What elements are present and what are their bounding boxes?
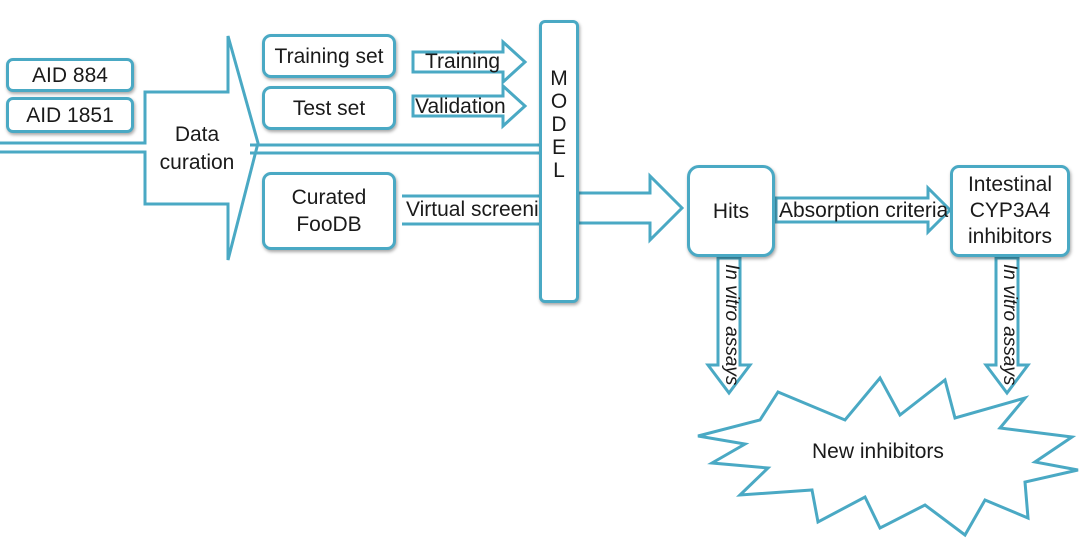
intestinal-line1: Intestinal [967, 173, 1053, 196]
model-letter-d: D [551, 113, 567, 136]
in-vitro-assays-left-label: In vitro assays [721, 264, 742, 386]
training-label: Training [425, 50, 501, 73]
virtual-screening-label: Virtual screening [406, 198, 563, 221]
absorption-arrow [774, 184, 953, 236]
data-curation-label: Data curation [152, 121, 242, 177]
new-inhibitors-starburst [697, 375, 1079, 538]
test-set-label: Test set [292, 96, 366, 120]
data-curation-arrow [0, 35, 260, 261]
absorption-criteria-label: Absorption criteria [779, 199, 949, 222]
in-vitro-assays-right-label: In vitro assays [999, 264, 1020, 386]
virtual-screening-arrow [402, 194, 540, 226]
training-set-label: Training set [274, 44, 384, 68]
test-set-box: Test set [262, 86, 396, 130]
hits-box: Hits [687, 165, 775, 257]
aid-884-label: AID 884 [32, 63, 108, 87]
intestinal-line2: CYP3A4 [969, 199, 1051, 222]
model-to-hits-arrow [576, 172, 685, 244]
new-inhibitors-label: New inhibitors [812, 440, 944, 463]
curated-foodb-line1: Curated [291, 186, 367, 209]
aid-884-box: AID 884 [6, 58, 134, 92]
aid-1851-label: AID 1851 [26, 103, 114, 127]
data-curation-line1: Data [174, 123, 220, 146]
training-arrow [411, 38, 528, 86]
curated-foodb-line2: FooDB [296, 213, 362, 236]
model-letter-e: E [551, 136, 566, 159]
assay-arrow-right [983, 256, 1031, 396]
curated-foodb-box: Curated FooDB [262, 172, 396, 250]
validation-arrow [411, 82, 528, 130]
data-curation-line2: curation [159, 151, 235, 174]
intestinal-line3: inhibitors [967, 225, 1053, 248]
assay-arrow-left [705, 256, 753, 396]
model-letter-o: O [550, 90, 568, 113]
model-letter-m: M [550, 67, 568, 90]
aid-1851-box: AID 1851 [6, 97, 134, 133]
model-letter-l: L [553, 159, 565, 182]
intestinal-cyp3a4-box: Intestinal CYP3A4 inhibitors [950, 165, 1070, 257]
training-set-box: Training set [262, 34, 396, 78]
model-box [539, 20, 579, 303]
curation-to-model-line [250, 143, 540, 155]
validation-label: Validation [415, 95, 506, 118]
hits-label: Hits [712, 199, 750, 223]
